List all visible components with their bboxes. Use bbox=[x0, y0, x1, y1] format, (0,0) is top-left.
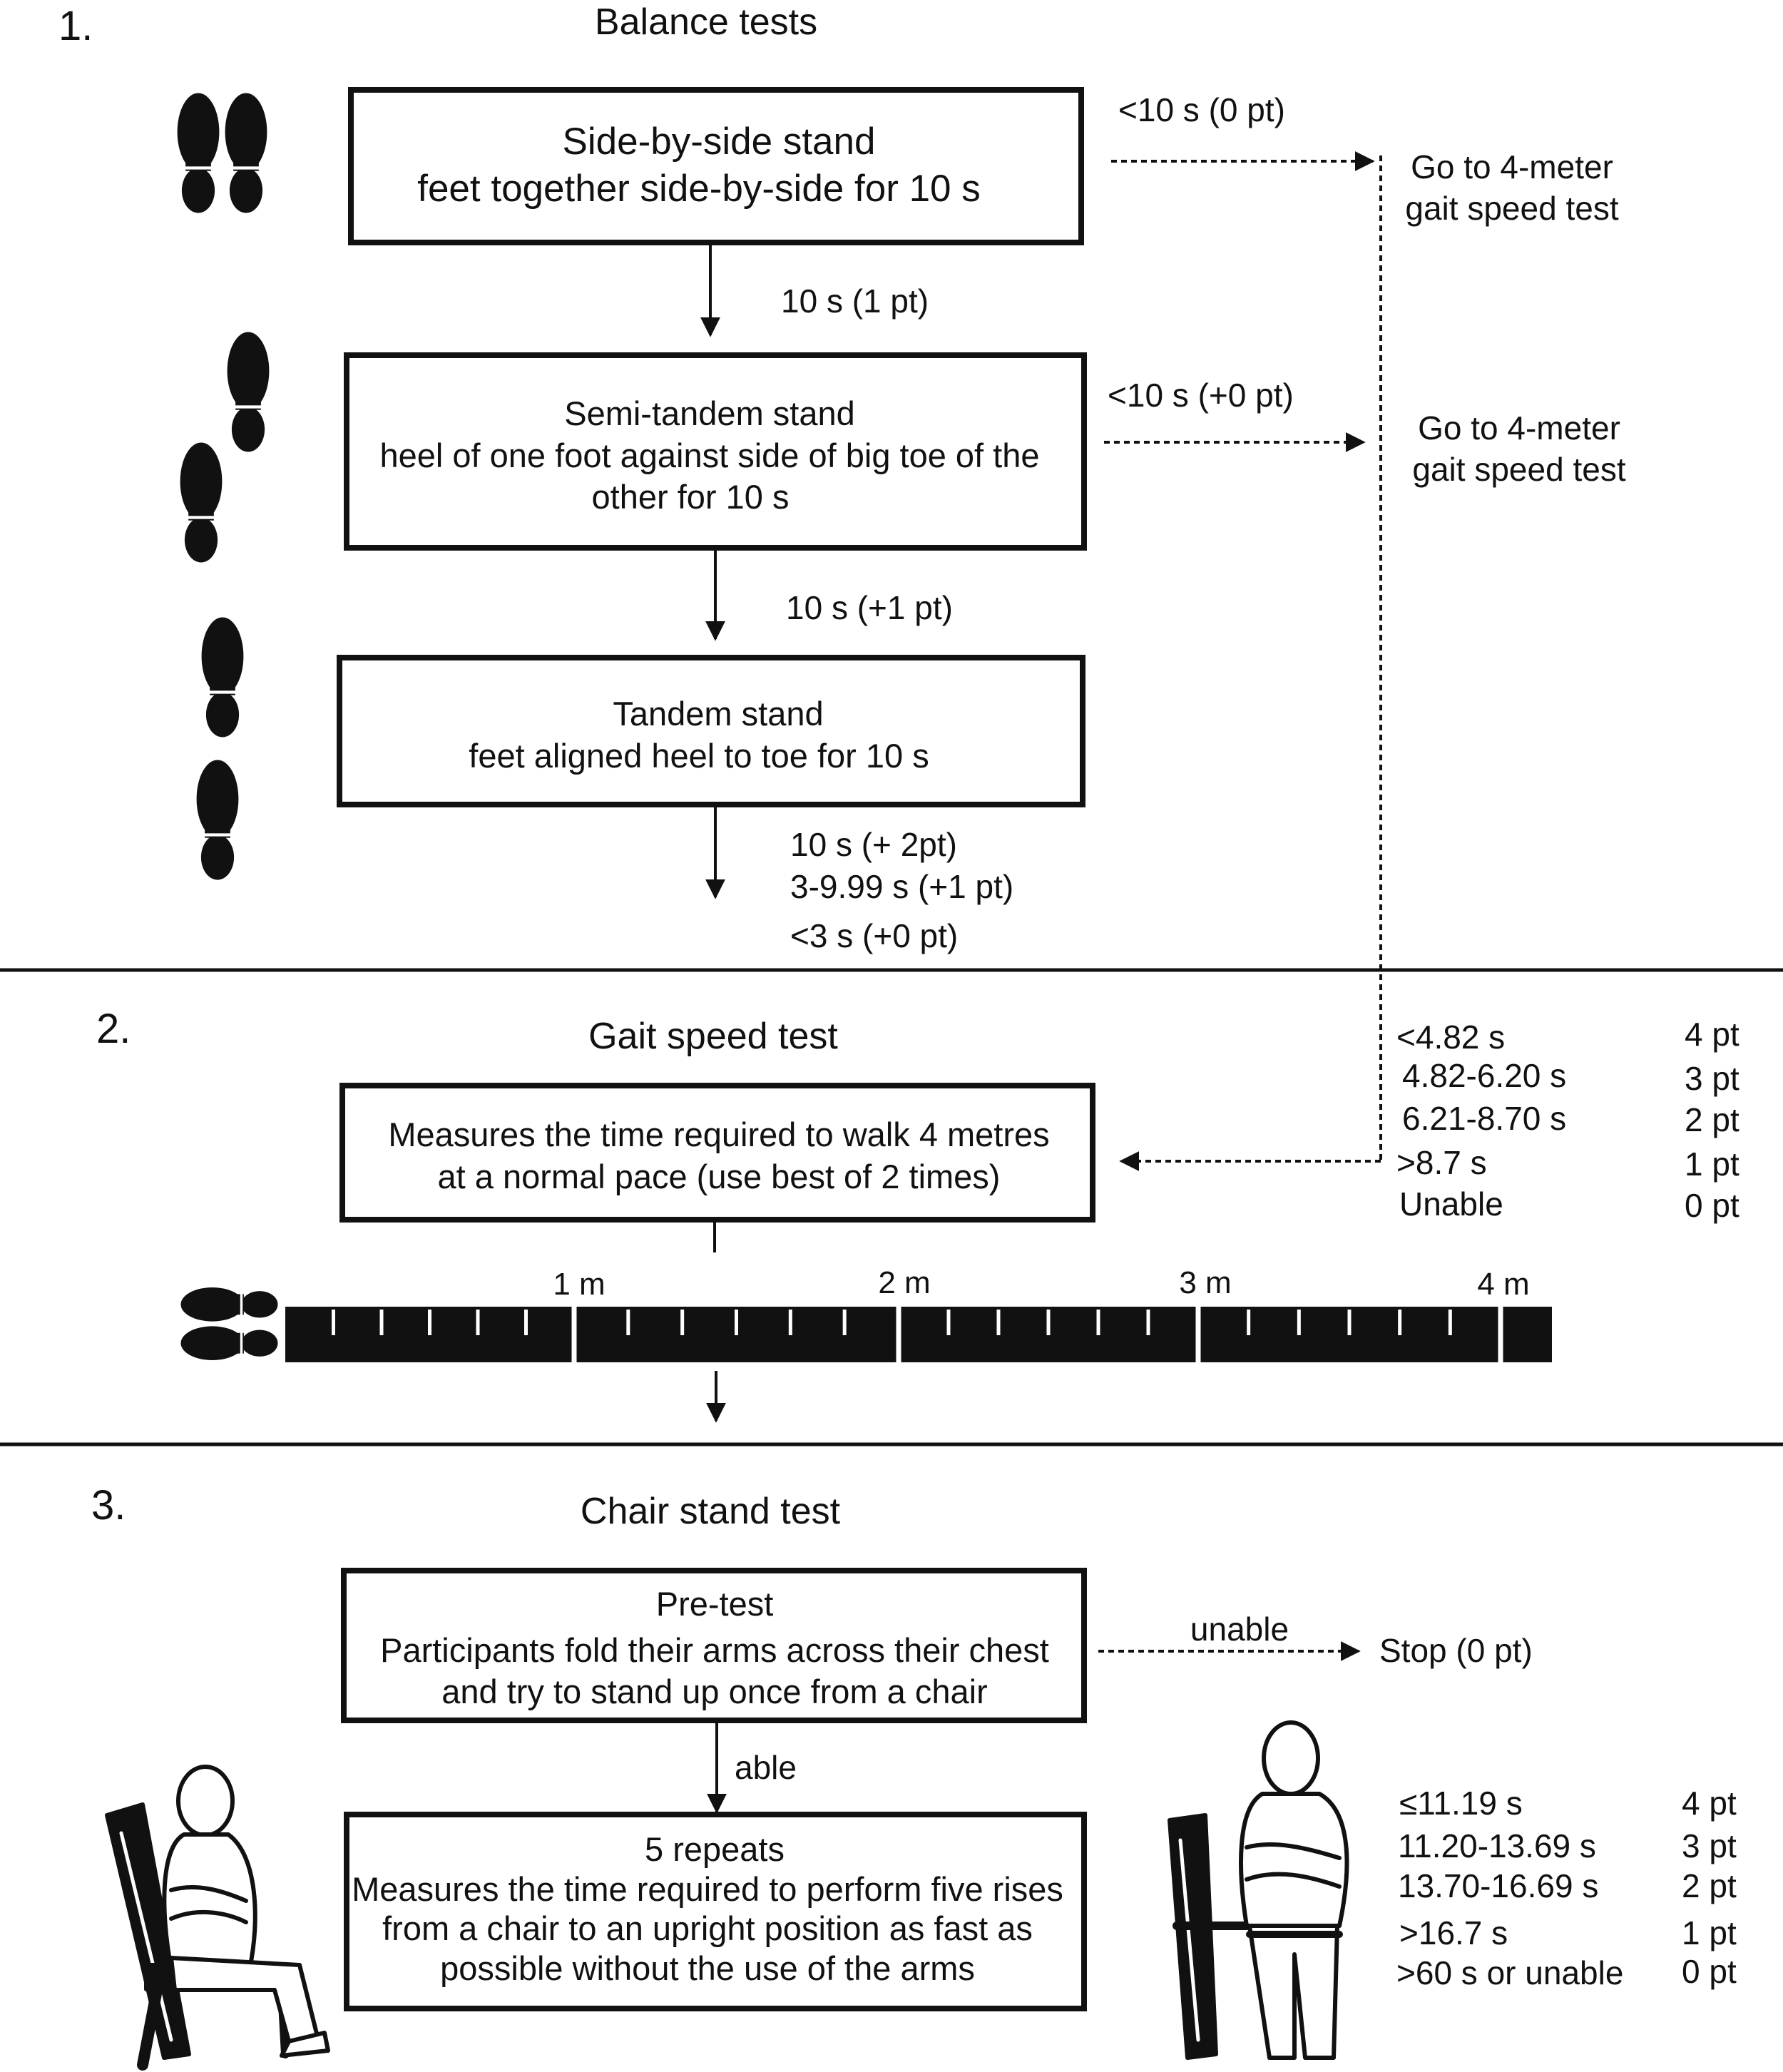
side-by-side-feet-icon bbox=[178, 93, 267, 213]
stop-label: Stop (0 pt) bbox=[1379, 1632, 1533, 1669]
gait-speed-box bbox=[339, 1083, 1095, 1223]
gait-score-points: 2 pt bbox=[1685, 1101, 1739, 1138]
box1-desc: feet together side-by-side for 10 s bbox=[417, 168, 981, 210]
gait-score-points: 3 pt bbox=[1685, 1060, 1739, 1097]
side-by-side-stand-box bbox=[348, 87, 1084, 245]
box3-desc: feet aligned heel to toe for 10 s bbox=[469, 737, 929, 775]
meter-label-3: 3 m bbox=[1179, 1265, 1231, 1300]
section3-number: 3. bbox=[91, 1482, 126, 1529]
gait-score-range: <4.82 s bbox=[1396, 1019, 1505, 1056]
section3-title: Chair stand test bbox=[581, 1491, 841, 1532]
box3-score-3: <3 s (+0 pt) bbox=[790, 917, 958, 954]
box2-desc1: heel of one foot against side of big toe… bbox=[379, 437, 1039, 474]
seated-person-icon bbox=[105, 1765, 330, 2071]
meter-label-1: 1 m bbox=[553, 1267, 605, 1302]
box1-fail-label: <10 s (0 pt) bbox=[1118, 91, 1285, 128]
box3-score-2: 3-9.99 s (+1 pt) bbox=[790, 868, 1013, 905]
gait-score-points: 1 pt bbox=[1685, 1145, 1739, 1183]
semi-tandem-stand-box bbox=[344, 352, 1087, 551]
pretest-desc2: and try to stand up once from a chair bbox=[441, 1673, 987, 1710]
gait-score-range: 4.82-6.20 s bbox=[1402, 1057, 1566, 1094]
box2-title: Semi-tandem stand bbox=[564, 394, 855, 432]
repeats-desc1: Measures the time required to perform fi… bbox=[352, 1870, 1063, 1908]
chair-score-range: >60 s or unable bbox=[1396, 1954, 1623, 1991]
pretest-box bbox=[341, 1568, 1087, 1723]
repeats-title: 5 repeats bbox=[645, 1830, 785, 1868]
goto1-line1: Go to 4-meter bbox=[1411, 148, 1613, 185]
gait-score-range: Unable bbox=[1399, 1185, 1503, 1223]
chair-score-range: >16.7 s bbox=[1399, 1914, 1508, 1951]
chair-score-points: 1 pt bbox=[1682, 1914, 1737, 1951]
gait-score-points: 0 pt bbox=[1685, 1187, 1739, 1224]
chair-score-range: ≤11.19 s bbox=[1399, 1785, 1523, 1822]
five-repeats-box bbox=[344, 1812, 1087, 2011]
chair-score-range: 11.20-13.69 s bbox=[1398, 1827, 1596, 1864]
section2-title: Gait speed test bbox=[588, 1016, 838, 1057]
section2-number: 2. bbox=[96, 1006, 131, 1052]
chair-score-points: 3 pt bbox=[1682, 1827, 1737, 1864]
pretest-desc1: Participants fold their arms across thei… bbox=[380, 1631, 1049, 1669]
tandem-stand-box bbox=[337, 655, 1085, 807]
meter-label-4: 4 m bbox=[1477, 1267, 1529, 1302]
semi-tandem-feet-icon bbox=[180, 332, 270, 563]
arrow1-label: 10 s (1 pt) bbox=[781, 282, 929, 320]
repeats-desc2: from a chair to an upright position as f… bbox=[382, 1909, 1033, 1947]
goto1-line2: gait speed test bbox=[1405, 190, 1618, 227]
gait-box-line1: Measures the time required to walk 4 met… bbox=[388, 1116, 1049, 1153]
chair-score-points: 0 pt bbox=[1682, 1953, 1737, 1990]
box1-title: Side-by-side stand bbox=[563, 121, 876, 163]
meter-label-2: 2 m bbox=[878, 1265, 930, 1300]
box3-title: Tandem stand bbox=[613, 695, 823, 733]
box3-score-1: 10 s (+ 2pt) bbox=[790, 826, 957, 863]
gait-score-table: <4.82 s 4 pt 4.82-6.20 s 3 pt 6.21-8.70 … bbox=[1396, 1016, 1739, 1224]
section1-number: 1. bbox=[58, 3, 93, 49]
gait-box-line2: at a normal pace (use best of 2 times) bbox=[438, 1158, 1001, 1195]
able-label: able bbox=[735, 1749, 797, 1786]
walkway-icon bbox=[179, 1286, 1552, 1362]
tandem-feet-icon bbox=[197, 618, 244, 880]
box2-fail-label: <10 s (+0 pt) bbox=[1108, 377, 1294, 414]
arrow2-label: 10 s (+1 pt) bbox=[786, 589, 953, 626]
chair-score-points: 2 pt bbox=[1682, 1867, 1737, 1904]
pretest-title: Pre-test bbox=[656, 1585, 774, 1623]
chair-score-range: 13.70-16.69 s bbox=[1398, 1867, 1598, 1904]
chair-score-table: ≤11.19 s 4 pt 11.20-13.69 s 3 pt 13.70-1… bbox=[1396, 1785, 1737, 1991]
standing-person-icon bbox=[1168, 1720, 1349, 2060]
section1-title: Balance tests bbox=[595, 1, 817, 43]
gait-score-range: >8.7 s bbox=[1396, 1144, 1487, 1181]
gait-score-points: 4 pt bbox=[1685, 1016, 1739, 1053]
chair-score-points: 4 pt bbox=[1682, 1785, 1737, 1822]
goto2-line2: gait speed test bbox=[1412, 451, 1625, 488]
repeats-desc3: possible without the use of the arms bbox=[440, 1949, 975, 1987]
unable-label: unable bbox=[1190, 1611, 1289, 1648]
box2-desc2: other for 10 s bbox=[592, 478, 790, 516]
goto2-line1: Go to 4-meter bbox=[1418, 409, 1620, 446]
gait-score-range: 6.21-8.70 s bbox=[1402, 1100, 1566, 1137]
